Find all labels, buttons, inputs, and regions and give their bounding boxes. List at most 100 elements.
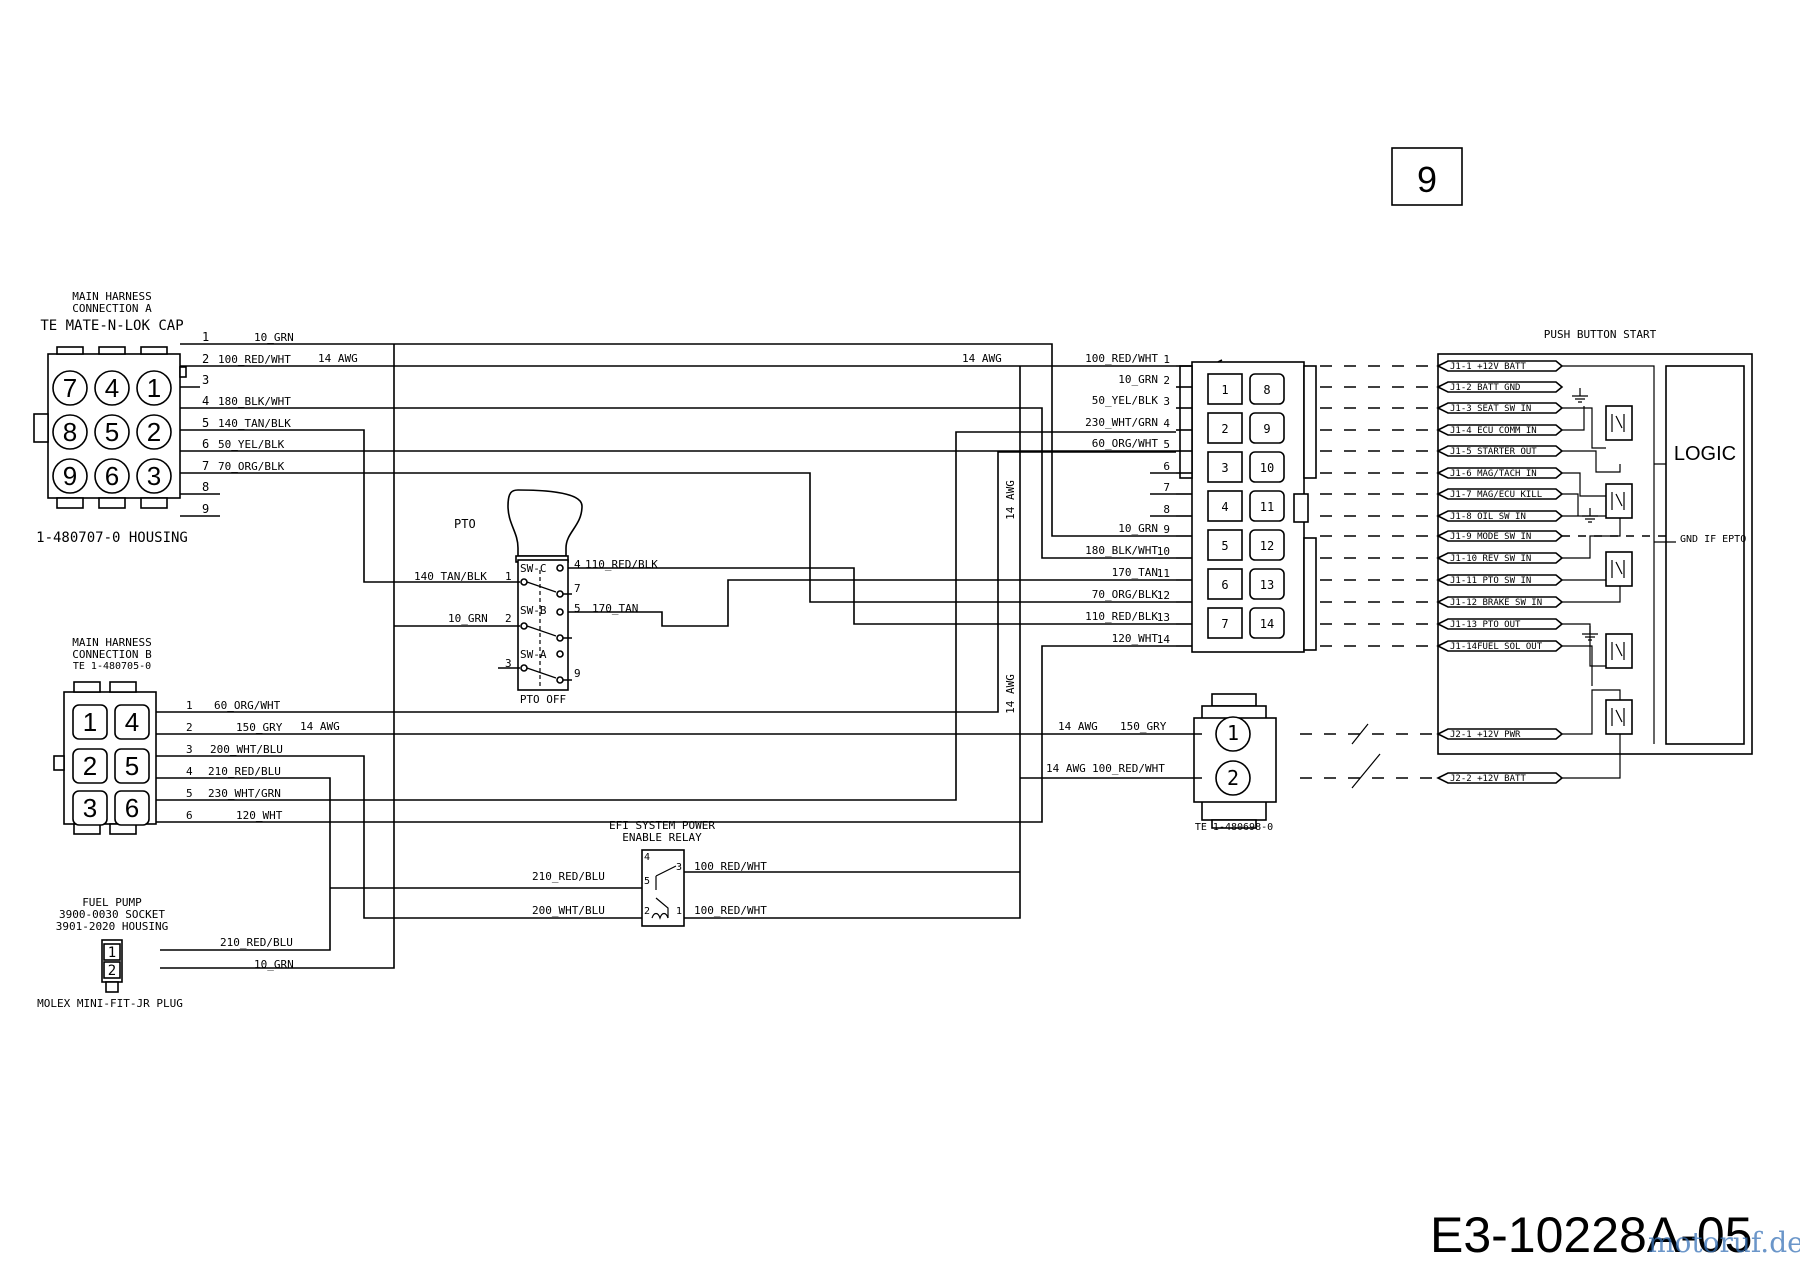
pto-left-num-1: 1 xyxy=(505,570,512,583)
fuel-pump-plug-tab xyxy=(105,981,119,993)
conn-14-rail xyxy=(1179,365,1193,479)
conn-14-awg-vertical-2: 14 AWG xyxy=(1004,674,1017,714)
pto-contact-arm xyxy=(526,581,557,679)
conn-a-wire-label: 50_YEL/BLK xyxy=(218,438,285,451)
relay-wire-right-1: 100_RED/WHT xyxy=(694,860,767,873)
conn-a-wire-label: 70_ORG/BLK xyxy=(218,460,285,473)
wire-b4-210-red-blu xyxy=(156,777,331,951)
conn-a-pin-circle xyxy=(94,458,130,494)
conn-14-pin-box xyxy=(1249,529,1285,561)
conn-14-pin-box xyxy=(1249,373,1285,405)
pto-left-wire-2: 10_GRN xyxy=(448,612,488,625)
conn-14-awg-vertical-1: 14 AWG xyxy=(1004,480,1017,520)
relay-pin-2: 2 xyxy=(644,906,650,917)
wire-pto-4-110-red-blk xyxy=(568,567,1176,625)
relay-contact-arm xyxy=(655,865,677,918)
pto-sw-a: SW-A xyxy=(520,648,547,661)
pto-contact-dot xyxy=(556,650,564,658)
conn-14-wire-number: 3 xyxy=(1163,395,1170,408)
conn-14-wire-number: 2 xyxy=(1163,374,1170,387)
relay-contacts xyxy=(651,865,677,920)
conn-2-pin-2: 2 xyxy=(1227,766,1239,790)
wire-grn-bus xyxy=(160,344,395,969)
relay-pin-1: 1 xyxy=(676,906,682,917)
conn-a-wire-number: 5 xyxy=(202,416,209,430)
conn-b-pin-box xyxy=(72,704,108,740)
conn-b-tab xyxy=(73,681,101,693)
conn-b-pin-number: 3 xyxy=(83,793,97,823)
pto-contact-dot xyxy=(556,608,564,616)
conn-b-wire-label: 120_WHT xyxy=(236,809,283,822)
wire-a4-180-blk-wht xyxy=(180,407,1176,559)
wire-pto-5-170-tan xyxy=(568,579,1176,627)
conn-14-wire-labels: 1100_RED/WHT210_GRN350_YEL/BLK4230_WHT/G… xyxy=(1085,352,1170,646)
push-button-pin-label: J1-9 MODE SW IN xyxy=(1450,532,1531,542)
conn-a-pin-circle xyxy=(52,414,88,450)
conn-2-part: TE 1-480698-0 xyxy=(1195,822,1273,833)
push-button-pin-label: J1-8 OIL SW IN xyxy=(1450,512,1526,522)
pto-contact-dot xyxy=(556,634,564,642)
fuel-pump-wire-1: 210_RED/BLU xyxy=(220,936,293,949)
conn-14-wire-number: 8 xyxy=(1163,503,1170,516)
wire-b3-200-wht-blu xyxy=(156,755,642,919)
conn-14-wire-label: 50_YEL/BLK xyxy=(1092,394,1159,407)
dash-break-1 xyxy=(1351,723,1369,745)
conn-2-top-tab xyxy=(1211,693,1257,707)
conn-a-pin-circle xyxy=(52,458,88,494)
conn-a-cap-label: TE MATE-N-LOK CAP xyxy=(40,318,183,334)
relay-title-2: ENABLE RELAY xyxy=(622,831,702,844)
conn-a-wire-label: 10_GRN xyxy=(254,331,294,344)
conn-a-title-2: CONNECTION A xyxy=(72,302,152,315)
conn-14-pin-number: 2 xyxy=(1221,422,1228,436)
conn-14-pin-number: 8 xyxy=(1263,383,1270,397)
relay-contact xyxy=(1611,560,1625,578)
conn-a-pin-circle xyxy=(136,370,172,406)
conn-14-pin-number: 10 xyxy=(1260,461,1274,475)
conn-14-pin-number: 11 xyxy=(1260,500,1274,514)
conn-14-pin-box xyxy=(1249,412,1285,444)
conn-a-wire-number: 7 xyxy=(202,459,209,473)
pto-contact-dot xyxy=(520,622,528,630)
conn-14-pin-number: 9 xyxy=(1263,422,1270,436)
wire-b5-230-wht-grn xyxy=(156,431,1176,801)
conn-a-pin-number: 3 xyxy=(147,461,161,491)
conn-b-pin-number: 2 xyxy=(83,751,97,781)
conn-14-pin-box xyxy=(1249,607,1285,639)
conn-2-pin-1-circle xyxy=(1215,716,1251,752)
relay-coil-icon xyxy=(651,912,669,920)
conn-14-pin-number: 13 xyxy=(1260,578,1274,592)
pto-switch: PTO SW-C SW-B SW-A PTO OFF 140_TAN/BLK 1… xyxy=(414,489,658,706)
conn-b-awg: 14 AWG xyxy=(300,720,340,733)
fuel-pump-pin-2: 2 xyxy=(108,963,116,979)
fuel-pump-title-3: 3901-2020 HOUSING xyxy=(56,920,169,933)
relay-contact xyxy=(1611,492,1625,510)
conn-14-pin-box xyxy=(1207,607,1243,639)
conn-b-pin-number: 4 xyxy=(125,707,139,737)
relay-icon xyxy=(1605,633,1633,669)
pto-contacts xyxy=(520,564,564,688)
conn-a-awg-left: 14 AWG xyxy=(318,352,358,365)
conn-a-pin-circle xyxy=(52,370,88,406)
pto-off-label: PTO OFF xyxy=(520,693,566,706)
pto-right-num-7: 7 xyxy=(574,582,581,595)
conn-a-tabs xyxy=(56,346,168,509)
conn-14-wire-number: 7 xyxy=(1163,481,1170,494)
pto-right-num-9: 9 xyxy=(574,667,581,680)
connector-2-pin: 1 2 TE 1-480698-0 14 AWG 150_GRY 14 AWG … xyxy=(1046,693,1277,833)
conn-14-pin-box xyxy=(1249,568,1285,600)
conn-b-wire-label: 230_WHT/GRN xyxy=(208,787,281,800)
conn-a-wire-label: 140_TAN/BLK xyxy=(218,417,291,430)
conn-14-pin-number: 1 xyxy=(1221,383,1228,397)
conn-a-pin-circle xyxy=(94,414,130,450)
conn-b-pin-box xyxy=(114,704,150,740)
push-button-pin-label: J1-10 REV SW IN xyxy=(1450,554,1531,564)
conn-b-latch xyxy=(53,755,65,771)
push-button-pin-label: J1-1 +12V BATT xyxy=(1450,362,1526,372)
conn-14-pin-box xyxy=(1249,451,1285,483)
conn-b-wire-label: 210_RED/BLU xyxy=(208,765,281,778)
conn-2-wire-2: 100_RED/WHT xyxy=(1092,762,1165,775)
conn-a-wire-label: 100_RED/WHT xyxy=(218,353,291,366)
